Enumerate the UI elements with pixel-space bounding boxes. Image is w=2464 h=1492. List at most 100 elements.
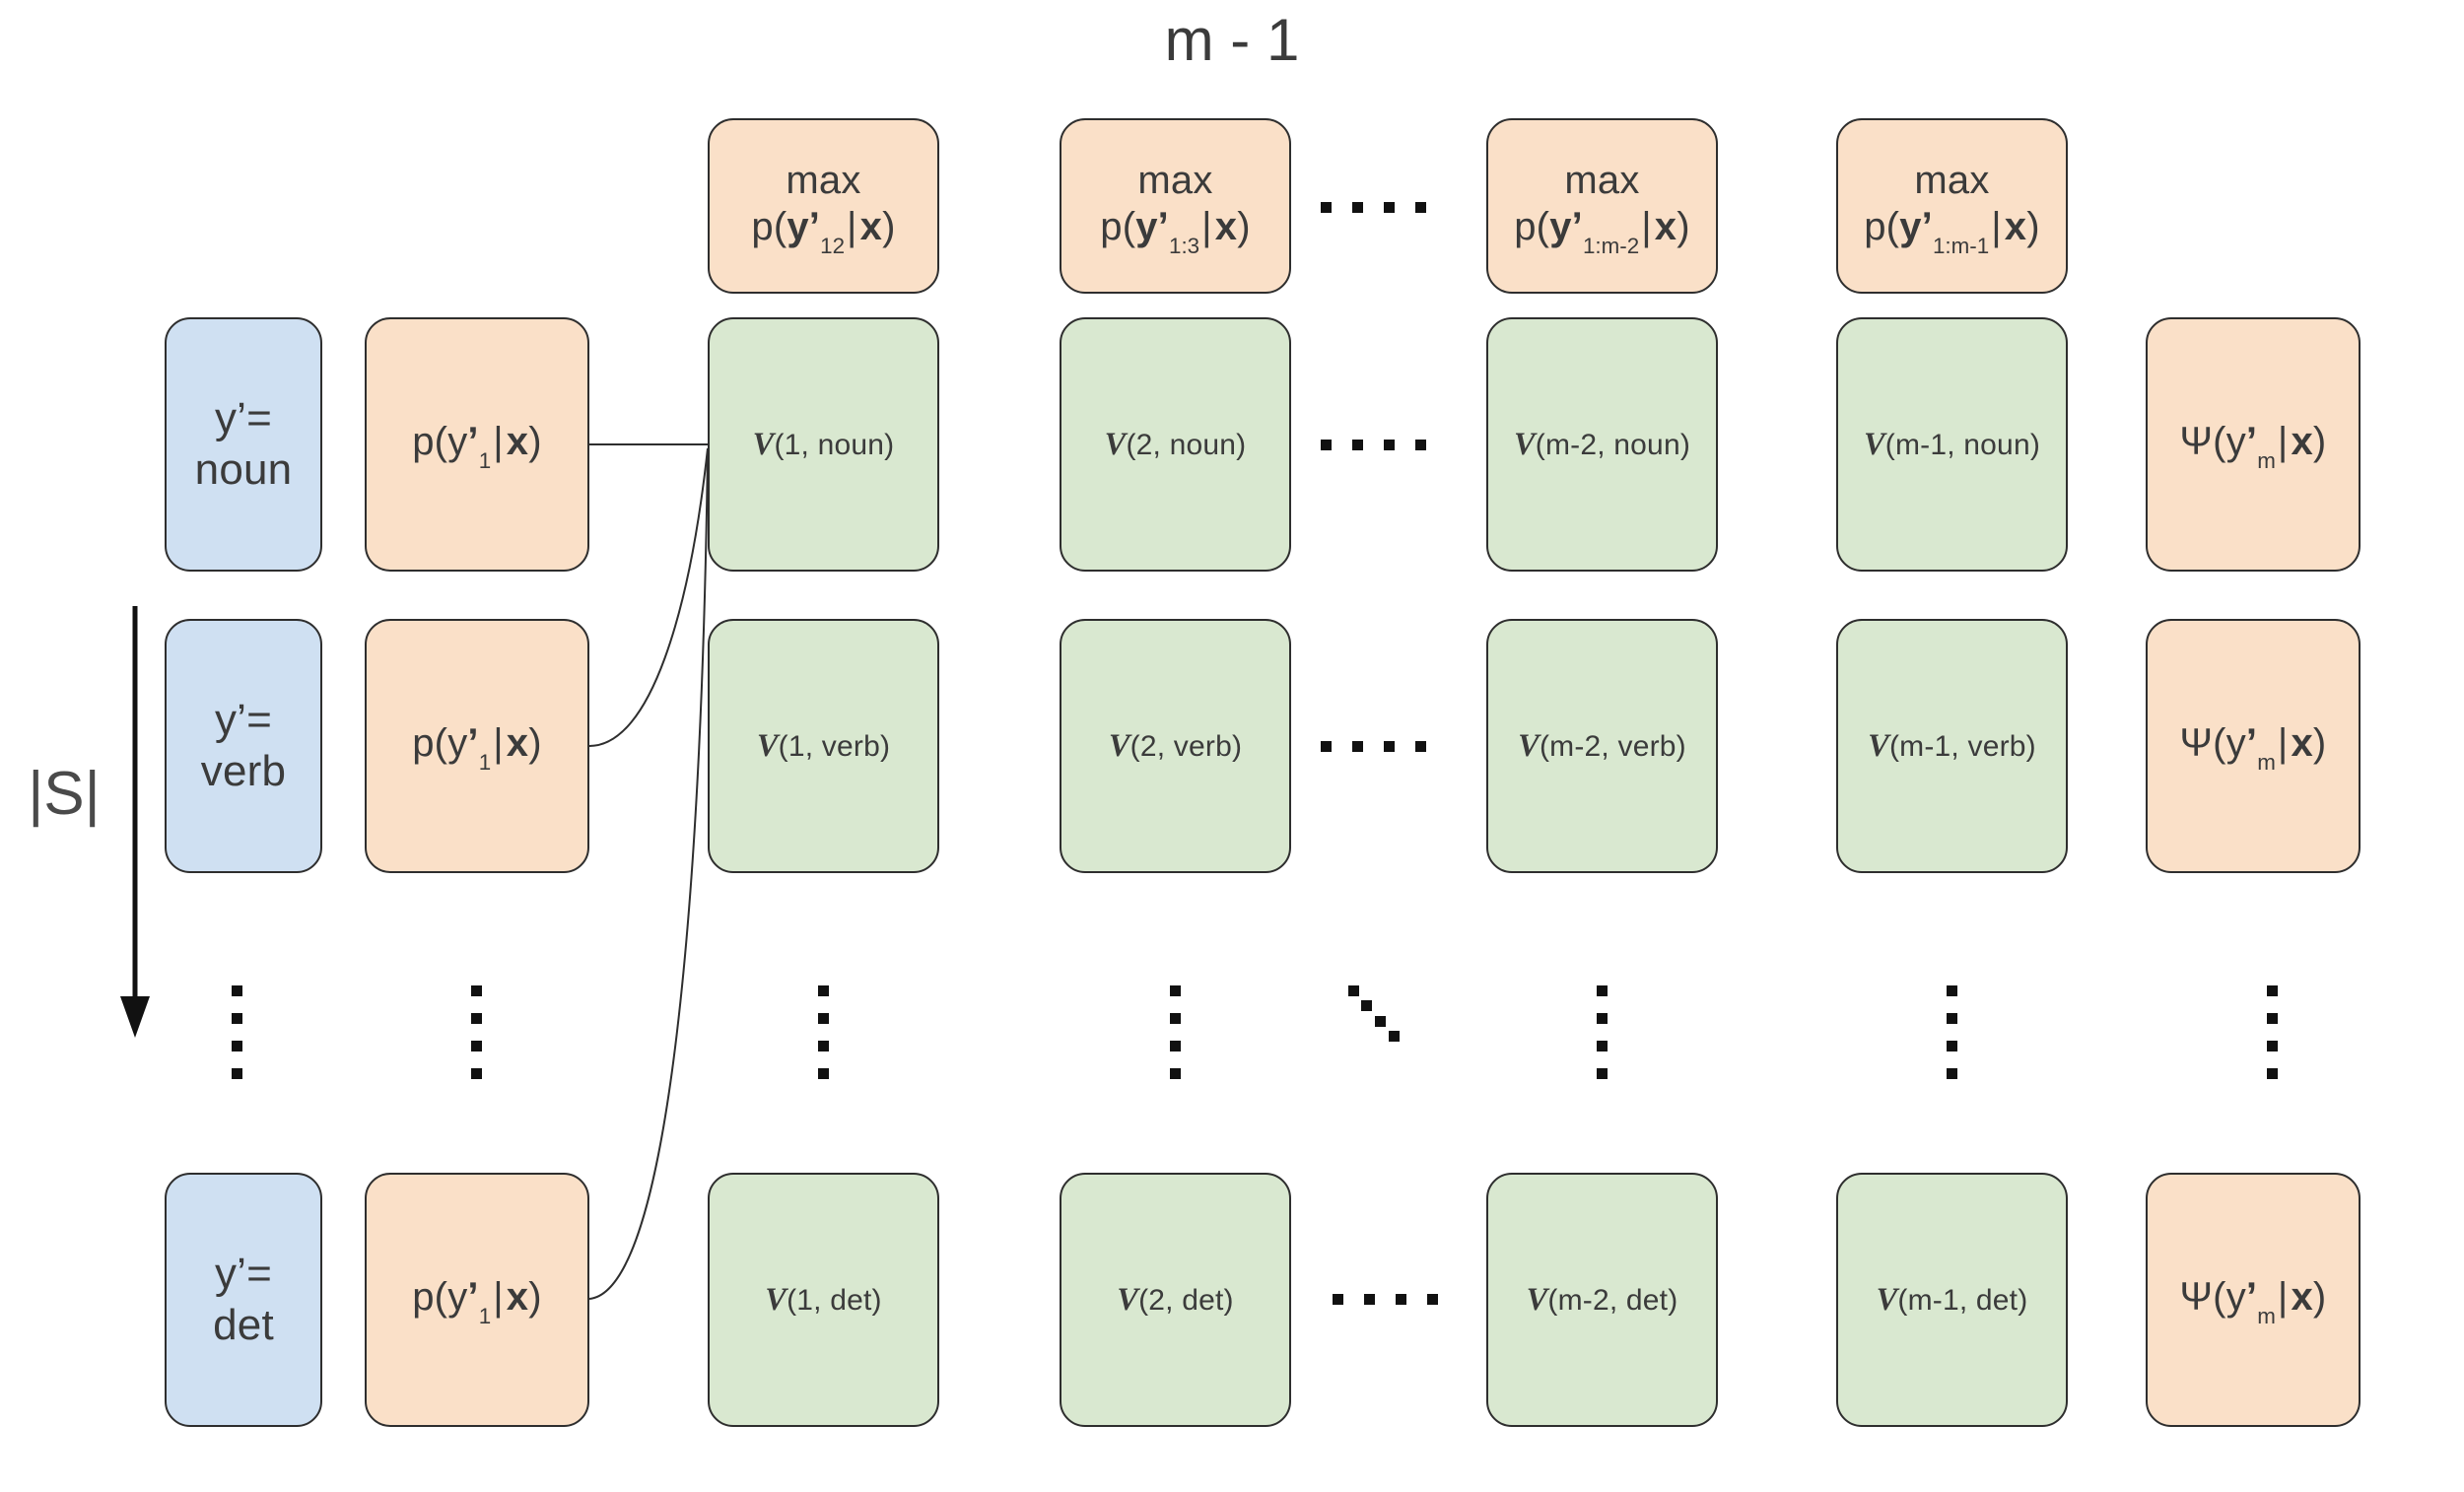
ellipsis-dot [1352,440,1363,450]
psi-box-noun: Ψ(y’m|x) [2146,317,2361,572]
column-ellipsis-prob [471,985,482,1079]
viterbi-cell-1-det: V(1, det) [708,1173,939,1427]
ellipsis-dot [2267,1041,2278,1051]
state-value-label: noun [194,445,293,494]
emission-prob-box-verb: p(y’1|x) [365,619,589,873]
max-label: max [1914,158,1990,202]
column-ellipsis-state [232,985,242,1079]
ellipsis-dot [232,1013,242,1024]
ellipsis-dot [1170,985,1181,996]
ellipsis-dot [471,1068,482,1079]
max-formula: p(y’1:m-2|x) [1514,204,1690,258]
ellipsis-dot [1321,202,1332,213]
ellipsis-dot [818,1041,829,1051]
ellipsis-dot [1389,1031,1400,1042]
ellipsis-dot [1415,440,1426,450]
prob-formula: p(y’1|x) [412,420,542,474]
ellipsis-dot [1384,440,1395,450]
viterbi-formula: V(m-1, det) [1876,1281,2028,1318]
state-box-verb: y’= verb [165,619,322,873]
column-ellipsis-v1 [818,985,829,1079]
ellipsis-dot [1348,985,1359,996]
ellipsis-dot [1321,741,1332,752]
row-ellipsis-noun [1321,440,1426,450]
ellipsis-dot [1170,1068,1181,1079]
ellipsis-dot [1947,1041,1957,1051]
state-var-label: y’= [214,696,273,745]
row-ellipsis-det [1333,1294,1438,1305]
psi-box-verb: Ψ(y’m|x) [2146,619,2361,873]
ellipsis-dot [1321,440,1332,450]
ellipsis-dot [1375,1016,1386,1027]
viterbi-cell-1-noun: V(1, noun) [708,317,939,572]
viterbi-formula: V(m-2, verb) [1518,727,1686,764]
ellipsis-dot [1384,202,1395,213]
ellipsis-dot [1384,741,1395,752]
down-arrow-icon [120,606,150,1038]
column-ellipsis-psi [2267,985,2278,1079]
column-ellipsis-v2 [1170,985,1181,1079]
viterbi-cell-m1-det: V(m-1, det) [1836,1173,2068,1427]
ellipsis-dot [1352,202,1363,213]
viterbi-cell-2-det: V(2, det) [1060,1173,1291,1427]
ellipsis-dot [1427,1294,1438,1305]
ellipsis-dot [2267,985,2278,996]
ellipsis-dot [1364,1294,1375,1305]
column-ellipsis-vm2 [1597,985,1608,1079]
ellipsis-dot [818,1013,829,1024]
viterbi-formula: V(m-1, verb) [1868,727,2036,764]
ellipsis-dot [232,985,242,996]
ellipsis-dot [471,985,482,996]
max-label: max [786,158,861,202]
viterbi-formula: V(1, noun) [752,426,895,462]
viterbi-formula: V(2, verb) [1108,727,1243,764]
edge-verb-to-v1noun [588,447,709,747]
viterbi-cell-m2-det: V(m-2, det) [1486,1173,1718,1427]
ellipsis-dot [471,1013,482,1024]
viterbi-formula: V(1, verb) [756,727,891,764]
viterbi-formula: V(2, noun) [1104,426,1247,462]
edge-det-to-v1noun [588,450,709,1300]
max-label: max [1137,158,1213,202]
ellipsis-dot [1170,1013,1181,1024]
viterbi-cell-m1-verb: V(m-1, verb) [1836,619,2068,873]
state-var-label: y’= [214,394,273,443]
viterbi-cell-2-noun: V(2, noun) [1060,317,1291,572]
viterbi-formula: V(1, det) [765,1281,882,1318]
viterbi-formula: V(2, det) [1117,1281,1234,1318]
ellipsis-dot [1597,1068,1608,1079]
state-value-label: verb [200,747,287,795]
psi-formula: Ψ(y’m|x) [2179,1275,2327,1329]
viterbi-cell-2-verb: V(2, verb) [1060,619,1291,873]
ellipsis-dot [1947,1068,1957,1079]
ellipsis-dot [1415,741,1426,752]
emission-prob-box-det: p(y’1|x) [365,1173,589,1427]
column-ellipsis-vm1 [1947,985,1957,1079]
ellipsis-dot [2267,1013,2278,1024]
max-prob-box-1: max p(y’12|x) [708,118,939,294]
ellipsis-dot [1597,985,1608,996]
ellipsis-dot [1396,1294,1406,1305]
ellipsis-dot [1361,1000,1372,1011]
viterbi-cell-m2-noun: V(m-2, noun) [1486,317,1718,572]
max-formula: p(y’1:3|x) [1100,204,1251,258]
state-box-noun: y’= noun [165,317,322,572]
state-var-label: y’= [214,1250,273,1299]
ellipsis-dot [1597,1013,1608,1024]
viterbi-cell-1-verb: V(1, verb) [708,619,939,873]
ellipsis-dot [2267,1068,2278,1079]
ellipsis-dot [818,985,829,996]
max-prob-box-4: max p(y’1:m-1|x) [1836,118,2068,294]
viterbi-formula: V(m-1, noun) [1863,426,2041,462]
state-value-label: det [213,1301,274,1349]
ellipsis-dot [1947,1013,1957,1024]
psi-formula: Ψ(y’m|x) [2179,420,2327,474]
diagonal-ellipsis [1348,985,1457,1074]
header-ellipsis [1321,202,1426,213]
ellipsis-dot [232,1041,242,1051]
ellipsis-dot [1947,985,1957,996]
prob-formula: p(y’1|x) [412,1275,542,1329]
max-label: max [1564,158,1640,202]
cardinality-label: |S| [28,760,101,828]
ellipsis-dot [1415,202,1426,213]
